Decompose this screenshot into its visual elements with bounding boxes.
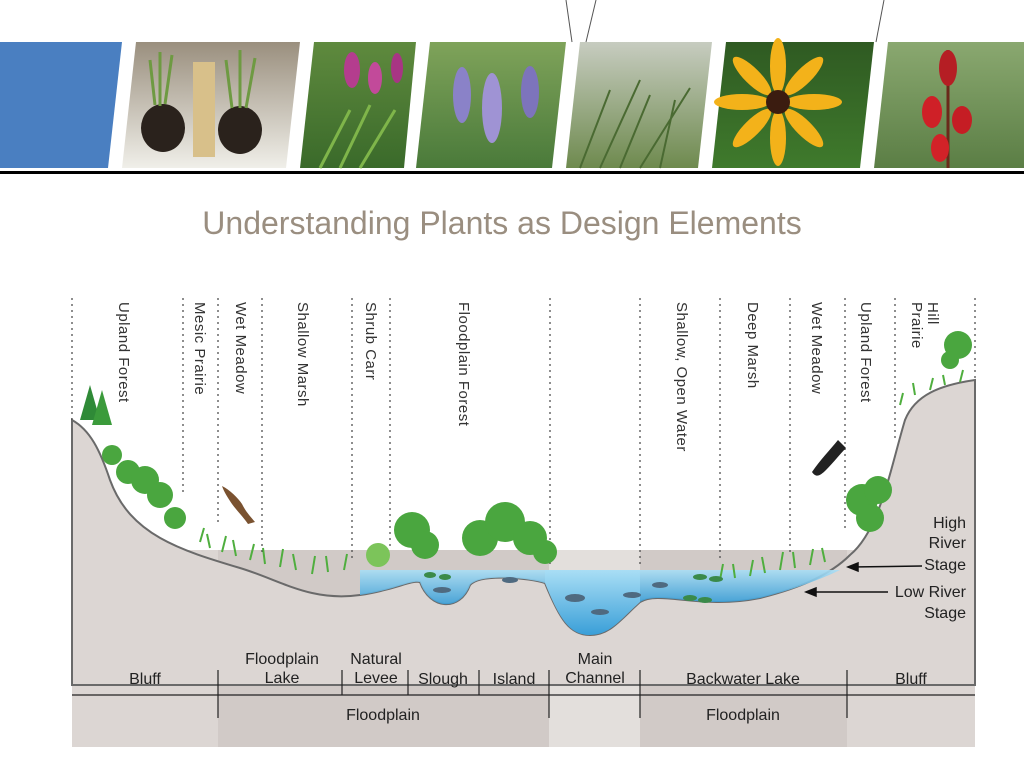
floodplain-lake-label-1: Floodplain [245,651,319,668]
prairie-grass-photo [566,42,712,169]
high-stage-label-1: High [933,515,966,532]
tree-upland-left [80,385,186,529]
potted-root-plugs-photo [122,42,300,168]
floodplain-left-label: Floodplain [346,707,420,724]
high-stage-label-3: Stage [924,557,966,574]
zone-label-shallow-marsh: Shallow Marsh [294,302,311,407]
low-stage-label-1: Low River [895,584,967,601]
backwater-lake-label: Backwater Lake [686,671,800,688]
zone-label-shallow-open-water: Shallow, Open Water [673,302,690,452]
zone-label-shrub-carr: Shrub Carr [362,302,379,380]
zone-labels: Upland Forest Mesic Prairie Wet Meadow S… [115,302,941,452]
tree-levee [366,512,439,567]
low-stage-label-2: Stage [924,605,966,622]
lupine-photo [416,42,566,168]
island-label: Island [493,671,536,688]
stage-arrows [803,561,923,598]
natural-levee-label-2: Levee [354,670,398,687]
backwater-lake-water [640,570,840,602]
marsh-grass [199,369,964,581]
zone-label-prairie: Prairie [908,302,925,349]
zone-label-floodplain-forest: Floodplain Forest [455,302,472,427]
bottom-label-dividers [72,670,975,718]
tree-upland-right [846,331,972,532]
floodplain-lake-label-2: Lake [265,670,300,687]
slide-title: Understanding Plants as Design Elements [202,205,802,241]
floodplain-cross-section-diagram: Upland Forest Mesic Prairie Wet Meadow S… [71,298,976,747]
floodplain-right-label: Floodplain [706,707,780,724]
banner-accent-block [0,42,122,168]
slough-label: Slough [418,671,468,688]
main-channel-water [545,570,640,635]
zone-label-wet-meadow-left: Wet Meadow [232,302,249,394]
photo-banner [0,0,1024,174]
trees [80,331,972,567]
eagle-icon [812,440,846,476]
tree-island [462,502,557,564]
zone-label-deep-marsh: Deep Marsh [744,302,761,389]
cardinal-flower-photo [874,42,1024,168]
zone-label-mesic-prairie: Mesic Prairie [191,302,208,395]
zone-label-hill: Hill [924,302,941,325]
black-eyed-susan-photo [712,38,874,168]
hawk-icon [222,486,255,524]
fish-icons [433,577,668,615]
zone-label-upland-forest-right: Upland Forest [857,302,874,403]
lily-pads [424,572,723,603]
bluff-left-label: Bluff [129,671,161,688]
blazing-star-photo [300,42,416,169]
bluff-right-label: Bluff [895,671,927,688]
zone-dividers [71,298,976,565]
natural-levee-label-1: Natural [350,651,402,668]
main-channel-label-1: Main [578,651,613,668]
zone-label-upland-forest-left: Upland Forest [115,302,132,403]
floodplain-lake-water [360,570,545,605]
main-channel-label-2: Channel [565,670,625,687]
high-stage-label-2: River [929,535,967,552]
zone-label-wet-meadow-right: Wet Meadow [808,302,825,394]
banner-rule [0,171,1024,174]
